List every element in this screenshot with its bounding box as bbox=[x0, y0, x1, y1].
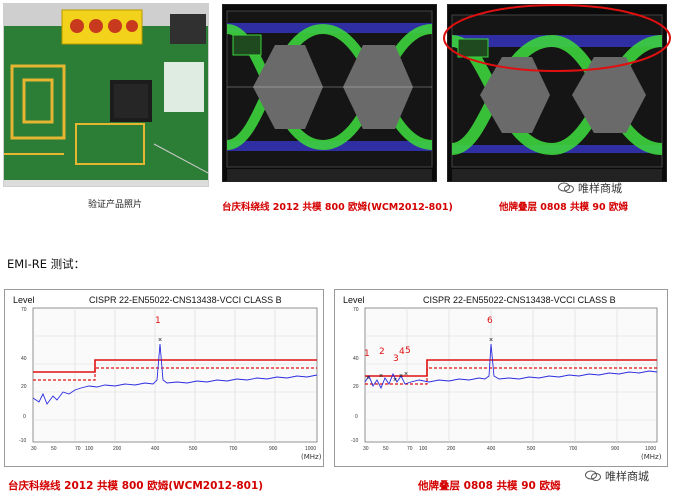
svg-text:70: 70 bbox=[75, 446, 81, 452]
emi2-unit: (MHz) bbox=[641, 453, 662, 461]
svg-text:0: 0 bbox=[355, 414, 358, 420]
svg-text:50: 50 bbox=[383, 446, 389, 452]
svg-text:1000: 1000 bbox=[645, 446, 656, 452]
svg-text:×: × bbox=[489, 337, 493, 344]
eye-diagram-1 bbox=[223, 5, 436, 181]
emi1-marker-1: 1 bbox=[155, 316, 161, 326]
svg-text:×: × bbox=[404, 371, 408, 378]
svg-text:40: 40 bbox=[21, 356, 27, 362]
svg-text:50: 50 bbox=[51, 446, 57, 452]
svg-text:×: × bbox=[366, 375, 370, 382]
eye-diagram-2 bbox=[448, 5, 666, 181]
svg-text:500: 500 bbox=[189, 446, 198, 452]
svg-text:100: 100 bbox=[419, 446, 428, 452]
emi1-unit: (MHz) bbox=[301, 453, 322, 461]
emi2-marker-4: 4 bbox=[399, 347, 405, 357]
emi1-title: CISPR 22-EN55022-CNS13438-VCCI CLASS B bbox=[89, 295, 282, 305]
emi2-level-label: Level bbox=[343, 295, 365, 305]
emi1-caption: 台庆科绕线 2012 共模 800 欧姆(WCM2012-801) bbox=[8, 480, 264, 492]
svg-text:×: × bbox=[379, 373, 383, 380]
svg-text:30: 30 bbox=[363, 446, 369, 452]
svg-text:40: 40 bbox=[353, 356, 359, 362]
svg-text:900: 900 bbox=[269, 446, 278, 452]
svg-text:200: 200 bbox=[113, 446, 122, 452]
watermark-2: 唯样商城 bbox=[585, 468, 649, 484]
svg-text:400: 400 bbox=[487, 446, 496, 452]
highlight-ellipse bbox=[443, 4, 671, 72]
wechat-icon bbox=[558, 182, 574, 193]
emi2-title: CISPR 22-EN55022-CNS13438-VCCI CLASS B bbox=[423, 295, 616, 305]
emi2-marker-5: 5 bbox=[405, 346, 411, 356]
emi2-caption: 他牌叠层 0808 共模 90 欧姆 bbox=[418, 480, 561, 492]
svg-text:20: 20 bbox=[353, 384, 359, 390]
svg-text:500: 500 bbox=[527, 446, 536, 452]
emi2-marker-2: 2 bbox=[379, 347, 385, 357]
emi1-plot: 70 40 20 0 -10 30 50 70 100 200 400 500 … bbox=[19, 307, 318, 452]
svg-text:70: 70 bbox=[353, 307, 359, 313]
scope1-caption: 台庆科绕线 2012 共模 800 欧姆(WCM2012-801) bbox=[222, 202, 453, 213]
svg-text:20: 20 bbox=[21, 384, 27, 390]
svg-text:900: 900 bbox=[611, 446, 620, 452]
wechat-icon bbox=[585, 470, 601, 481]
pcb-product-photo bbox=[3, 3, 209, 187]
section-title: EMI-RE 测试： bbox=[7, 257, 86, 271]
svg-text:1000: 1000 bbox=[305, 446, 316, 452]
emi2-marker-1: 1 bbox=[364, 349, 370, 359]
svg-text:700: 700 bbox=[569, 446, 578, 452]
svg-text:70: 70 bbox=[21, 307, 27, 313]
watermark-text: 唯样商城 bbox=[578, 182, 622, 195]
emi2-plot: 70 40 20 0 -10 30 50 70 100 200 400 500 … bbox=[351, 307, 658, 452]
svg-text:-10: -10 bbox=[19, 438, 26, 444]
svg-text:200: 200 bbox=[447, 446, 456, 452]
emi-chart-2: Level CISPR 22-EN55022-CNS13438-VCCI CLA… bbox=[334, 289, 668, 467]
watermark-text: 唯样商城 bbox=[605, 470, 649, 483]
watermark-1: 唯样商城 bbox=[558, 180, 622, 196]
svg-text:×: × bbox=[393, 377, 397, 384]
emi1-level-label: Level bbox=[13, 295, 35, 305]
emi2-marker-6: 6 bbox=[487, 316, 493, 326]
pcb-illustration bbox=[4, 4, 208, 186]
emi1-marker-x: × bbox=[158, 337, 162, 344]
svg-text:×: × bbox=[399, 373, 403, 380]
eye-diagram-scope-2 bbox=[447, 4, 667, 182]
svg-text:-10: -10 bbox=[351, 438, 358, 444]
pcb-photo-caption: 验证产品照片 bbox=[88, 200, 143, 210]
svg-text:100: 100 bbox=[85, 446, 94, 452]
emi2-marker-3: 3 bbox=[393, 354, 399, 364]
svg-text:0: 0 bbox=[23, 414, 26, 420]
svg-text:70: 70 bbox=[407, 446, 413, 452]
svg-text:400: 400 bbox=[151, 446, 160, 452]
emi-chart-1: Level CISPR 22-EN55022-CNS13438-VCCI CLA… bbox=[4, 289, 324, 467]
scope2-caption: 他牌叠层 0808 共模 90 欧姆 bbox=[499, 202, 628, 213]
svg-text:700: 700 bbox=[229, 446, 238, 452]
eye-diagram-scope-1 bbox=[222, 4, 437, 182]
svg-text:30: 30 bbox=[31, 446, 37, 452]
